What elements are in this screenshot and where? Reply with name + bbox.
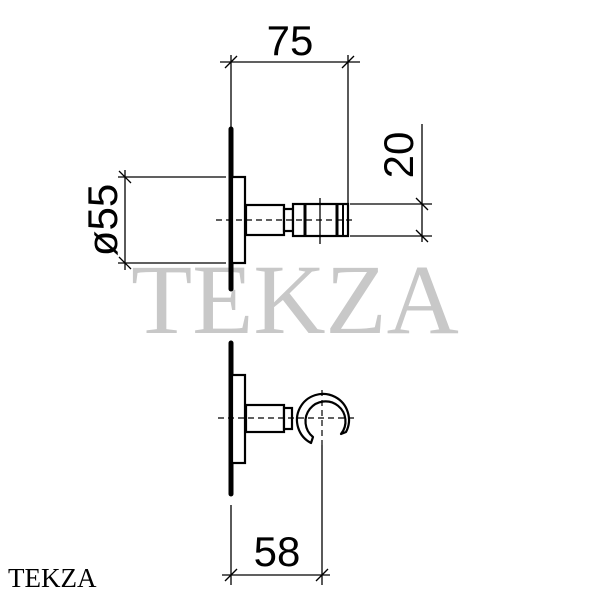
dimension-diameter-label: ø55: [79, 184, 126, 256]
dimension-75: 75: [220, 17, 360, 204]
dimension-20: 20: [350, 124, 432, 243]
top-view: [216, 126, 356, 292]
brand-label: TEKZA: [8, 563, 97, 593]
hook-holder: [295, 392, 351, 445]
bottom-view: [218, 340, 354, 497]
dimension-diameter-55: ø55: [79, 170, 226, 270]
watermark: TEKZA: [131, 244, 459, 355]
dimension-20-label: 20: [375, 132, 422, 179]
dimension-58-label: 58: [254, 528, 301, 575]
dimension-75-label: 75: [267, 17, 314, 64]
flange: [230, 373, 247, 465]
dimension-58: 58: [222, 445, 330, 585]
